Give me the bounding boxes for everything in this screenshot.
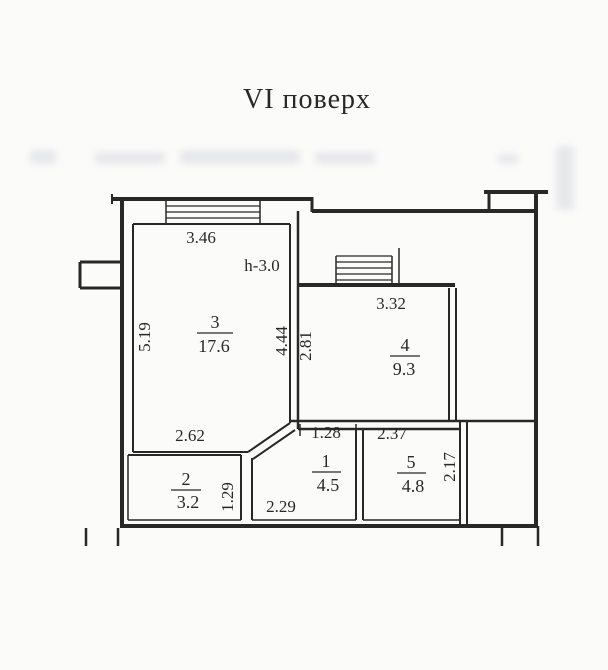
room-labels: 3 17.6 4 9.3 1 4.5 5 4.8 2 3.2	[171, 312, 426, 512]
room5-area: 4.8	[402, 476, 425, 496]
room2-area: 3.2	[177, 492, 200, 512]
watermark-smudge	[556, 146, 574, 210]
dim-room5-right-height: 2.17	[440, 452, 459, 482]
dim-room4-top-width: 3.32	[376, 294, 406, 313]
dim-room2-right-height: 1.29	[218, 482, 237, 512]
wall-chamfer-outer	[247, 422, 291, 453]
exterior-walls	[78, 190, 548, 546]
watermark-smudge	[315, 152, 375, 164]
watermark-smudges	[30, 146, 574, 210]
watermark-smudge	[498, 154, 518, 164]
dim-room1-top-width: 1.28	[311, 423, 341, 442]
room1-area: 4.5	[317, 475, 340, 495]
room5-number: 5	[407, 452, 416, 472]
dim-room1-bottom-width: 2.29	[266, 497, 296, 516]
dimension-labels: 3.46 h-3.0 5.19 4.44 2.81 3.32 2.62 1.28…	[135, 228, 459, 516]
wall-chamfer-inner	[252, 429, 296, 460]
room4-number: 4	[401, 335, 410, 355]
dim-room3-bottom-width: 2.62	[175, 426, 205, 445]
dim-room5-top-width: 2.37	[377, 424, 407, 443]
watermark-smudge	[95, 152, 165, 164]
dim-room3-right-height: 4.44	[272, 326, 291, 356]
dim-room3-left-height: 5.19	[135, 322, 154, 352]
watermark-smudge	[180, 150, 300, 164]
dim-room4-left-height: 2.81	[296, 331, 315, 361]
page-title: VI поверх	[243, 84, 371, 115]
ceiling-height-label: h-3.0	[244, 256, 279, 275]
room1-number: 1	[322, 451, 331, 471]
hatch-areas	[165, 199, 400, 285]
room2-number: 2	[182, 469, 191, 489]
dim-room3-top-width: 3.46	[186, 228, 216, 247]
interior-walls	[127, 211, 536, 526]
watermark-smudge	[30, 150, 56, 164]
room3-area: 17.6	[198, 336, 230, 356]
room3-number: 3	[211, 312, 220, 332]
room4-area: 9.3	[393, 359, 416, 379]
